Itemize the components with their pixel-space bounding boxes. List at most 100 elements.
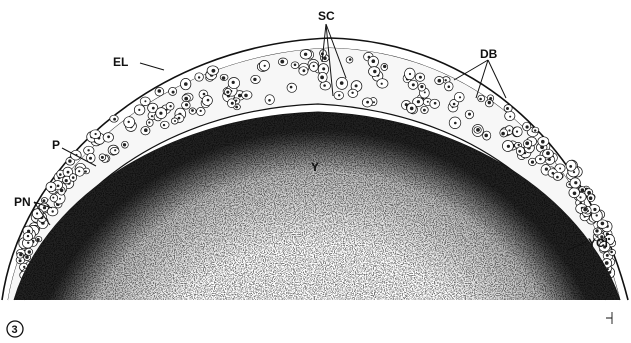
cell-nucleus	[231, 102, 234, 105]
cell-nucleus	[381, 83, 383, 85]
cell-nucleus	[541, 140, 545, 144]
cell-nucleus	[151, 115, 153, 117]
cell-nucleus	[423, 109, 426, 112]
cell-nucleus	[427, 101, 429, 103]
cell-nucleus	[244, 94, 248, 98]
cell-nucleus	[184, 82, 188, 86]
cell-nucleus	[169, 105, 171, 107]
cell-nucleus	[159, 112, 162, 115]
cell-nucleus	[601, 222, 605, 226]
cell-nucleus	[253, 78, 256, 81]
cell-nucleus	[320, 76, 324, 80]
cell-nucleus	[222, 76, 226, 80]
cell-nucleus	[589, 196, 593, 200]
cell-nucleus	[508, 129, 510, 131]
cell-nucleus	[569, 165, 572, 168]
cell-nucleus	[445, 79, 447, 81]
cell-nucleus	[85, 170, 87, 172]
cell-nucleus	[264, 65, 266, 67]
cell-nucleus	[101, 156, 104, 159]
cell-nucleus	[152, 107, 155, 110]
cell-nucleus	[107, 135, 110, 138]
cell-nucleus	[518, 144, 520, 146]
cell-nucleus	[556, 176, 559, 179]
cell-nucleus	[509, 116, 511, 118]
cell-nucleus	[200, 110, 202, 112]
cell-nucleus	[89, 157, 92, 160]
cell-nucleus	[65, 179, 68, 182]
cell-nucleus	[123, 143, 126, 146]
cell-nucleus	[366, 101, 369, 104]
cell-nucleus	[67, 171, 70, 174]
cell-nucleus	[323, 84, 326, 87]
cell-nucleus	[290, 86, 293, 89]
cell-nucleus	[340, 81, 344, 85]
cell-nucleus	[95, 133, 97, 135]
cell-nucleus	[144, 128, 148, 132]
cell-nucleus	[419, 76, 422, 79]
cell-nucleus	[212, 69, 216, 73]
cell-nucleus	[593, 208, 596, 211]
cell-nucleus	[52, 197, 54, 199]
cell-nucleus	[507, 145, 510, 148]
cell-nucleus	[57, 185, 60, 188]
cell-nucleus	[349, 58, 352, 61]
cell-nucleus	[518, 150, 521, 153]
cell-nucleus	[68, 159, 71, 162]
cell-nucleus	[373, 101, 375, 103]
cell-nucleus	[412, 83, 415, 86]
cell-nucleus	[595, 229, 598, 232]
cell-nucleus	[19, 259, 22, 262]
cell-nucleus	[235, 106, 238, 109]
db-leader	[488, 60, 506, 98]
cell-nucleus	[59, 198, 61, 200]
cell-nucleus	[484, 134, 488, 138]
cell-nucleus	[27, 242, 29, 244]
cell-nucleus	[417, 100, 420, 103]
cell-nucleus	[579, 196, 581, 198]
cell-nucleus	[351, 92, 353, 94]
cell-nucleus	[158, 89, 162, 93]
cell-nucleus	[545, 168, 548, 171]
cell-nucleus	[185, 103, 188, 106]
cell-nucleus	[459, 96, 461, 98]
cell-nucleus	[559, 168, 561, 170]
cell-nucleus	[52, 210, 54, 212]
cell-nucleus	[28, 250, 31, 253]
cell-nucleus	[434, 102, 437, 105]
cell-nucleus	[573, 171, 575, 173]
cell-nucleus	[50, 186, 52, 188]
cell-nucleus	[36, 238, 39, 241]
cell-nucleus	[488, 101, 491, 104]
label-db: DB	[480, 47, 498, 61]
cell-nucleus	[355, 84, 358, 87]
cell-nucleus	[184, 97, 188, 101]
cell-nucleus	[43, 206, 46, 209]
cell-nucleus	[174, 120, 176, 122]
cell-nucleus	[19, 253, 22, 256]
cell-nucleus	[610, 251, 613, 254]
cell-nucleus	[372, 59, 376, 63]
cell-nucleus	[72, 176, 75, 179]
label-pn: PN	[14, 195, 31, 209]
cell-nucleus	[78, 170, 80, 172]
label-y: Y	[311, 160, 319, 174]
cell-nucleus	[409, 73, 411, 75]
cell-nucleus	[114, 149, 116, 151]
cell-nucleus	[373, 70, 376, 73]
cell-nucleus	[453, 103, 456, 106]
el-leader	[140, 63, 164, 70]
cell-nucleus	[420, 85, 423, 88]
cell-nucleus	[605, 261, 609, 265]
cell-nucleus	[163, 124, 165, 126]
cell-nucleus	[207, 99, 210, 102]
cell-nucleus	[27, 235, 29, 237]
cell-nucleus	[322, 67, 325, 70]
cell-nucleus	[574, 181, 577, 184]
cell-nucleus	[539, 158, 542, 161]
cell-nucleus	[198, 76, 200, 78]
label-ycl: YCl	[588, 236, 608, 250]
cell-nucleus	[25, 255, 29, 259]
cell-nucleus	[501, 132, 505, 136]
